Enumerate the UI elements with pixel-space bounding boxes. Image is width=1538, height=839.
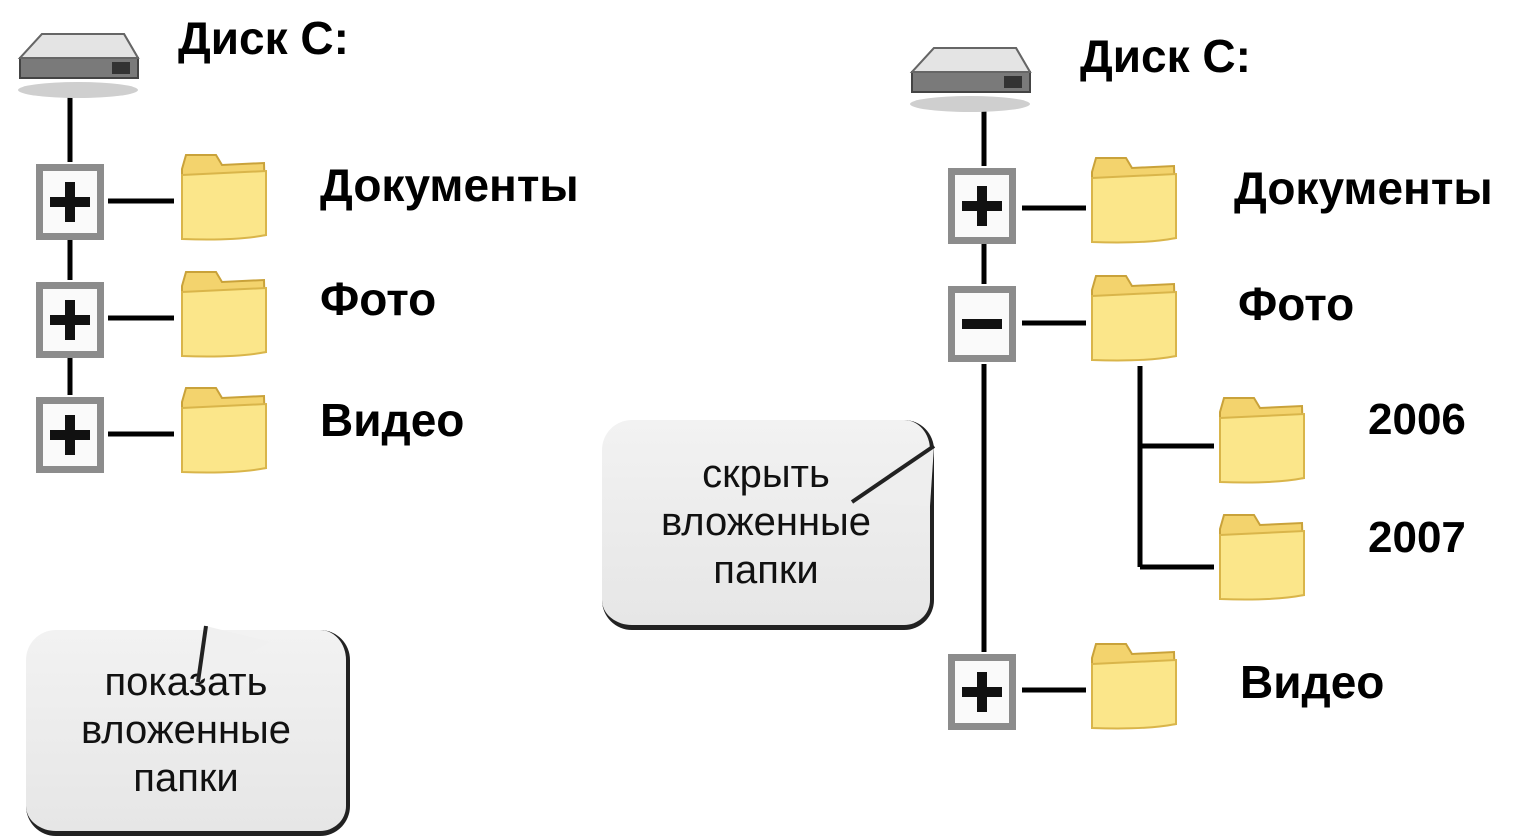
callout-line: папки (133, 756, 239, 800)
show-subfolders-callout: показать вложенные папки (26, 630, 350, 836)
folder-label-documents[interactable]: Документы (320, 159, 579, 211)
callout-line: скрыть (702, 452, 830, 496)
expand-toggle[interactable] (946, 166, 1018, 246)
collapse-toggle[interactable] (946, 284, 1018, 364)
expand-toggle[interactable] (34, 280, 106, 360)
expand-toggle[interactable] (34, 162, 106, 242)
hide-subfolders-callout: скрыть вложенные папки (602, 420, 934, 630)
folder-label-video[interactable]: Видео (320, 394, 465, 446)
callout-pointer (196, 625, 270, 683)
callout-line: вложенные (80, 708, 292, 752)
hard-drive-icon (17, 33, 140, 98)
callout-line: показать (104, 660, 268, 704)
drive-label: Диск C: (1080, 30, 1251, 82)
folder-icon (181, 271, 268, 358)
folder-label-video[interactable]: Видео (1240, 656, 1385, 708)
callout-line: вложенные (660, 500, 872, 544)
drive-label: Диск C: (178, 12, 349, 64)
folder-label-documents[interactable]: Документы (1234, 162, 1493, 214)
folder-icon (181, 154, 268, 241)
subfolder-label-2006[interactable]: 2006 (1368, 395, 1466, 444)
expand-toggle[interactable] (946, 652, 1018, 732)
folder-icon (1219, 514, 1306, 601)
folder-icon (1091, 643, 1178, 730)
folder-icon (181, 387, 268, 474)
callout-pointer (850, 444, 936, 506)
subfolder-label-2007[interactable]: 2007 (1368, 513, 1466, 562)
folder-label-photo[interactable]: Фото (320, 273, 437, 325)
folder-icon (1091, 275, 1178, 362)
expand-toggle[interactable] (34, 395, 106, 475)
folder-icon (1219, 397, 1306, 484)
folder-label-photo[interactable]: Фото (1238, 278, 1355, 330)
folder-icon (1091, 157, 1178, 244)
callout-line: папки (713, 548, 819, 592)
hard-drive-icon (909, 47, 1032, 112)
